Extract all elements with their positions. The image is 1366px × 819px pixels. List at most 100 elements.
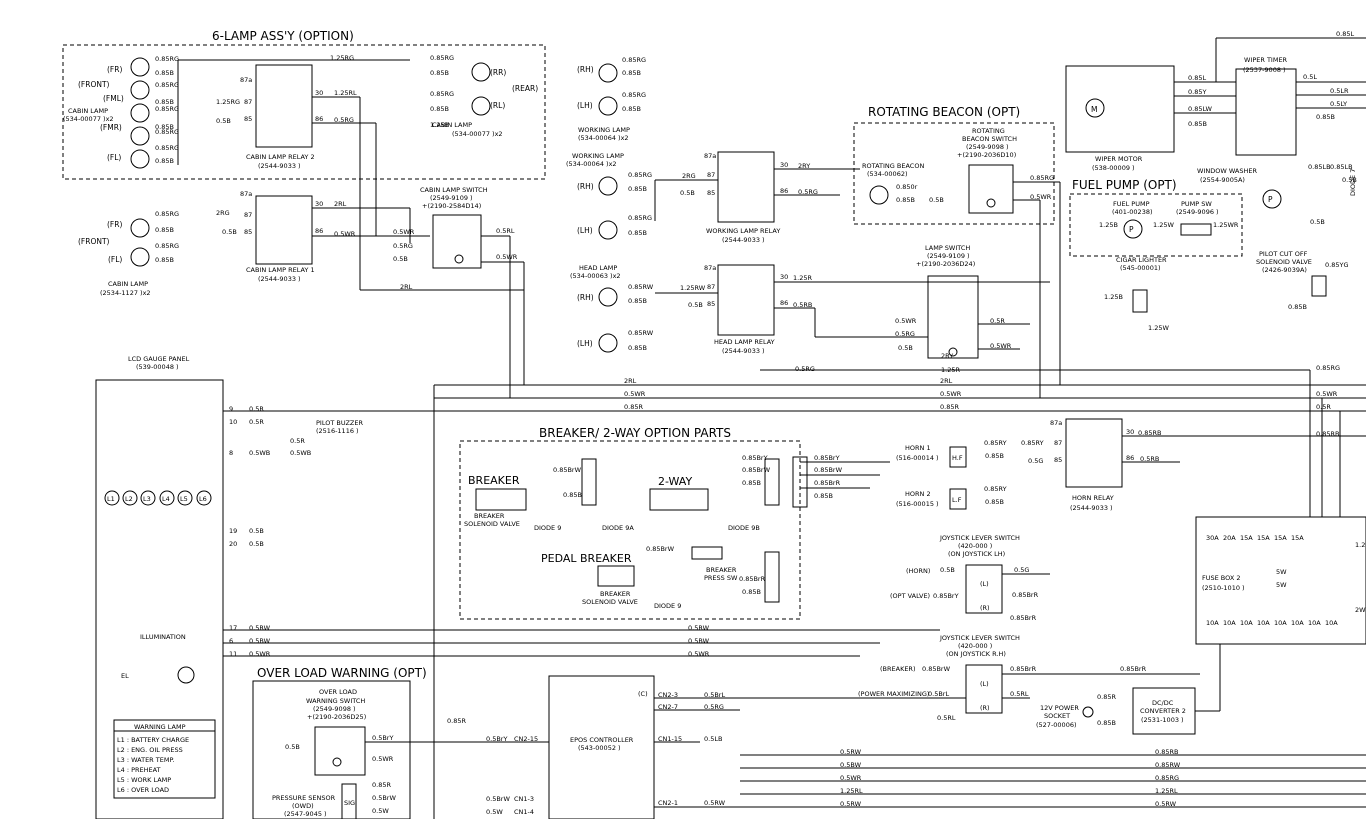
svg-text:0.5R: 0.5R xyxy=(1316,403,1331,411)
svg-text:HORN 1: HORN 1 xyxy=(905,444,931,452)
overload-title: OVER LOAD WARNING (OPT) xyxy=(257,666,427,680)
fuel-pump-title: FUEL PUMP (OPT) xyxy=(1072,178,1177,192)
svg-text:0.85BrR: 0.85BrR xyxy=(1010,614,1037,622)
cabin-lamp-b-pn: (534-00077 )x2 xyxy=(452,130,503,138)
svg-text:(L): (L) xyxy=(980,680,989,688)
lcd-gauge-panel xyxy=(95,379,224,819)
svg-text:0.85B: 0.85B xyxy=(1097,719,1116,727)
svg-text:DIODE 9A: DIODE 9A xyxy=(602,524,634,532)
svg-text:15A: 15A xyxy=(1274,534,1287,542)
svg-text:0.85B: 0.85B xyxy=(155,123,174,131)
svg-text:BEACON SWITCH: BEACON SWITCH xyxy=(962,135,1017,143)
cabin-lamp-b: CABIN LAMP xyxy=(432,121,472,129)
rotating-beacon-switch xyxy=(968,164,1014,214)
svg-text:0.85BrW: 0.85BrW xyxy=(742,466,771,474)
label-front-1: (FRONT) xyxy=(78,80,110,89)
pilot-cut-valve xyxy=(1311,275,1327,297)
svg-text:85: 85 xyxy=(707,189,715,197)
svg-text:0.5WR: 0.5WR xyxy=(840,774,862,782)
svg-text:0.5RW: 0.5RW xyxy=(249,624,271,632)
label-fl-2: (FL) xyxy=(108,255,122,264)
svg-text:2RY: 2RY xyxy=(941,352,953,360)
svg-text:0.85LB: 0.85LB xyxy=(1308,163,1331,171)
svg-text:19: 19 xyxy=(229,527,237,535)
svg-text:WARNING LAMP: WARNING LAMP xyxy=(134,723,186,731)
svg-text:15A: 15A xyxy=(1291,534,1304,542)
label-fl: (FL) xyxy=(107,153,121,162)
svg-text:(539-00048 ): (539-00048 ) xyxy=(136,363,179,371)
svg-text:0.5W: 0.5W xyxy=(372,807,389,815)
svg-text:0.85B: 0.85B xyxy=(155,69,174,77)
svg-text:0.85B: 0.85B xyxy=(985,498,1004,506)
svg-text:(527-00006): (527-00006) xyxy=(1036,721,1077,729)
svg-text:0.85B: 0.85B xyxy=(742,479,761,487)
svg-text:0.85B: 0.85B xyxy=(155,98,174,106)
svg-text:PEDAL BREAKER: PEDAL BREAKER xyxy=(541,552,632,565)
label-fml: (FML) xyxy=(103,94,124,103)
svg-text:0.5WB: 0.5WB xyxy=(249,449,270,457)
svg-text:1.25W: 1.25W xyxy=(1148,324,1169,332)
svg-text:0.85RG: 0.85RG xyxy=(155,128,179,136)
svg-text:0.850r: 0.850r xyxy=(896,183,918,191)
svg-text:(RH): (RH) xyxy=(577,65,594,74)
cabin-switch-pn1: (2549-9109 ) xyxy=(430,194,473,202)
svg-text:85: 85 xyxy=(707,300,715,308)
svg-text:0.85B: 0.85B xyxy=(1316,113,1335,121)
svg-text:87: 87 xyxy=(244,98,252,106)
svg-text:87a: 87a xyxy=(704,152,716,160)
svg-text:(ON JOYSTICK LH): (ON JOYSTICK LH) xyxy=(948,550,1005,558)
svg-text:0.5LY: 0.5LY xyxy=(1330,100,1347,108)
svg-text:0.5B: 0.5B xyxy=(393,255,408,263)
svg-text:FUEL PUMP: FUEL PUMP xyxy=(1113,200,1150,208)
svg-text:WIPER MOTOR: WIPER MOTOR xyxy=(1095,155,1143,163)
cabin-lamp-c: CABIN LAMP xyxy=(108,280,148,288)
svg-text:30: 30 xyxy=(315,200,323,208)
svg-text:(2549-9098 ): (2549-9098 ) xyxy=(313,705,356,713)
svg-text:0.5WR: 0.5WR xyxy=(249,650,271,658)
svg-text:0.85RY: 0.85RY xyxy=(1021,439,1044,447)
svg-text:0.85RG: 0.85RG xyxy=(1030,174,1054,182)
svg-text:0.5WR: 0.5WR xyxy=(940,390,962,398)
svg-text:0.85B: 0.85B xyxy=(628,297,647,305)
svg-text:2W: 2W xyxy=(1355,606,1366,614)
svg-text:0.5RL: 0.5RL xyxy=(937,714,956,722)
svg-text:PILOT BUZZER: PILOT BUZZER xyxy=(316,419,363,427)
svg-text:0.5LB: 0.5LB xyxy=(704,735,722,743)
overload-warning-switch xyxy=(314,726,366,776)
svg-text:JOYSTICK LEVER SWITCH: JOYSTICK LEVER SWITCH xyxy=(939,634,1020,642)
svg-text:85: 85 xyxy=(244,115,252,123)
svg-text:0.85B: 0.85B xyxy=(430,105,449,113)
svg-text:0.5RG: 0.5RG xyxy=(704,703,724,711)
svg-text:(2544-9033 ): (2544-9033 ) xyxy=(1070,504,1113,512)
svg-text:0.85RG: 0.85RG xyxy=(155,144,179,152)
svg-text:HORN 2: HORN 2 xyxy=(905,490,931,498)
svg-text:0.85BrW: 0.85BrW xyxy=(553,466,582,474)
rot-beacon-label: ROTATING BEACON xyxy=(862,162,924,170)
svg-text:(2537-9008 ): (2537-9008 ) xyxy=(1243,66,1286,74)
svg-text:2RG: 2RG xyxy=(216,209,230,217)
label-fr-2: (FR) xyxy=(107,220,122,229)
rot-beacon-pn: (534-00062) xyxy=(867,170,908,178)
svg-text:LAMP SWITCH: LAMP SWITCH xyxy=(925,244,970,252)
svg-text:0.5WR: 0.5WR xyxy=(393,228,415,236)
svg-text:0.85RG: 0.85RG xyxy=(155,81,179,89)
svg-text:CIGAR LIGHTER: CIGAR LIGHTER xyxy=(1116,256,1167,264)
svg-text:0.85B: 0.85B xyxy=(155,256,174,264)
svg-text:0.5B: 0.5B xyxy=(929,196,944,204)
working-lamp-b: WORKING LAMP xyxy=(572,152,624,160)
svg-text:15A: 15A xyxy=(1257,534,1270,542)
svg-text:30A: 30A xyxy=(1206,534,1219,542)
svg-text:1.25R: 1.25R xyxy=(793,274,812,282)
svg-text:0.5RL: 0.5RL xyxy=(496,227,515,235)
working-lamp-a: WORKING LAMP xyxy=(578,126,630,134)
svg-text:OVER LOAD: OVER LOAD xyxy=(319,688,357,696)
svg-text:0.85L: 0.85L xyxy=(1188,74,1206,82)
svg-text:0.5B: 0.5B xyxy=(898,344,913,352)
svg-text:L4 : PREHEAT: L4 : PREHEAT xyxy=(117,766,161,774)
svg-text:0.5R: 0.5R xyxy=(249,418,264,426)
label-fmr: (FMR) xyxy=(100,123,122,132)
svg-text:0.5WB: 0.5WB xyxy=(290,449,311,457)
label-rear: (REAR) xyxy=(512,84,538,93)
svg-text:(2549-9096 ): (2549-9096 ) xyxy=(1176,208,1219,216)
fuse-box-2 xyxy=(1195,516,1366,645)
